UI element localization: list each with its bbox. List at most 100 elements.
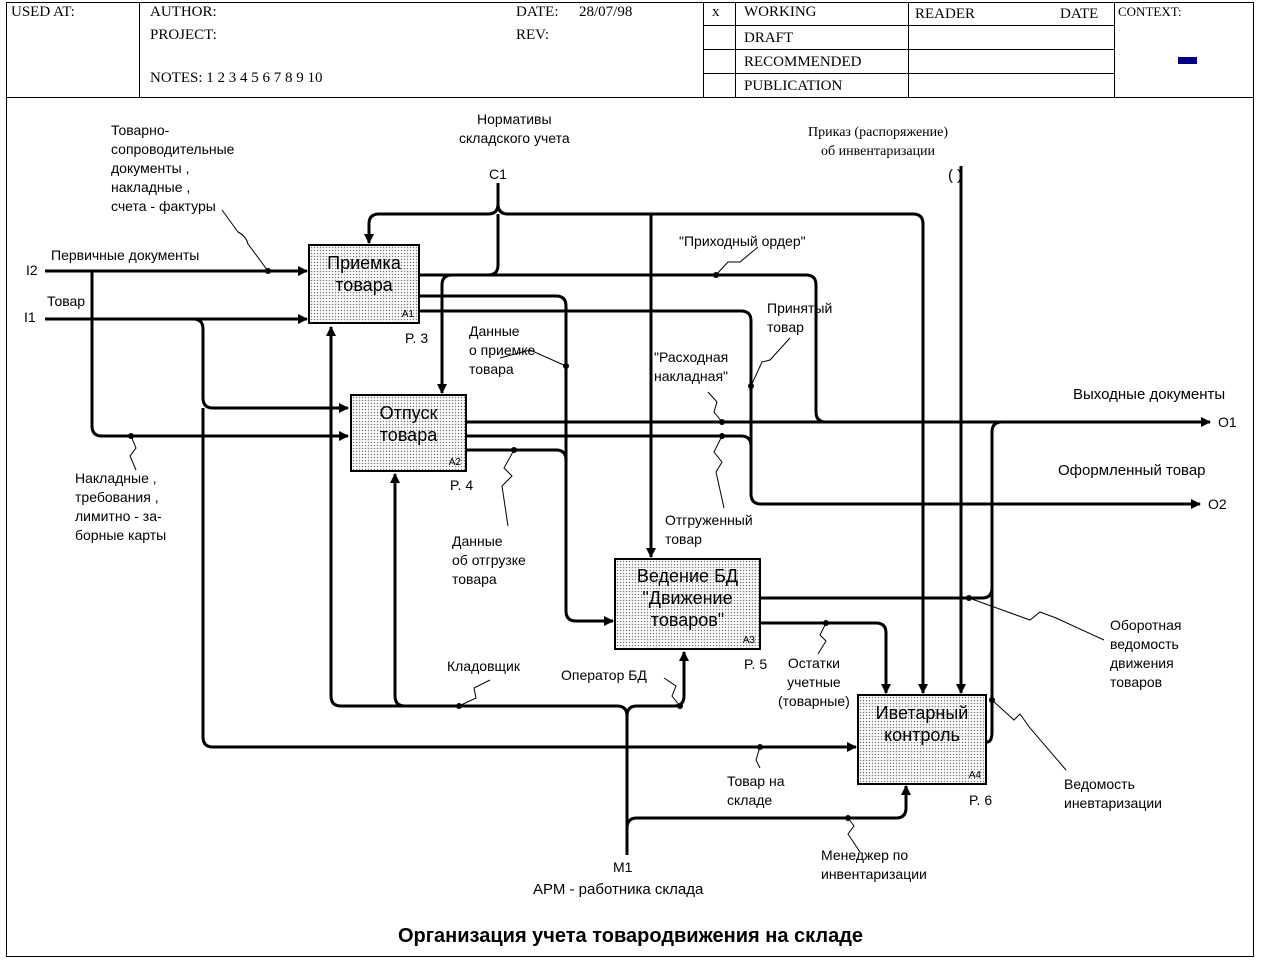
arrow-oborotnaya: [761, 587, 994, 600]
code-i2: I2: [26, 262, 38, 278]
leader-dot: [713, 272, 719, 278]
label-dannye-otgruzke: Данные об отгрузке товара: [452, 533, 526, 587]
leader-prinyaty: [750, 337, 791, 387]
leader-vedomost: [991, 699, 1067, 771]
leader-menedzher: [847, 817, 861, 853]
leader-dot: [966, 595, 972, 601]
label-tovar-sklade: Товар на складе: [727, 773, 785, 808]
date-value: 28/07/98: [579, 4, 633, 20]
arrow-otgruzhenny: [467, 434, 753, 494]
activity-title: Приемка товара: [327, 253, 401, 295]
activity-title: Ведение БД "Движение товаров": [636, 566, 739, 630]
activity-box-a2[interactable]: Отпуск товара A2: [350, 394, 467, 472]
arrow-vedomost-inv: [986, 420, 1003, 744]
code-o1: O1: [1218, 414, 1237, 430]
arrow-operator-bd: [625, 651, 689, 717]
status-working: WORKING: [744, 4, 817, 20]
page-ref-a2: P. 4: [450, 477, 474, 493]
leader-dot: [719, 433, 725, 439]
working-check-mark: x: [712, 4, 720, 20]
code-i1: I1: [24, 309, 36, 325]
label-nakladnye: Накладные , требования , лимитно - за- б…: [75, 470, 167, 543]
arrow-normativy-to-a1: [364, 203, 500, 244]
arrow-ostatki: [761, 621, 891, 694]
status-row-rule: [703, 25, 1114, 26]
leader-tovarno: [221, 209, 269, 272]
project-label: PROJECT:: [150, 27, 217, 43]
leader-operator: [663, 677, 681, 707]
arrow-dannye-ob-otgruzke: [467, 448, 568, 461]
label-ostatki: Остатки учетные (товарные): [778, 655, 850, 709]
leader-nakladnye: [129, 435, 137, 471]
activity-number: A2: [448, 457, 461, 468]
leader-dot: [748, 383, 754, 389]
activity-title: Иветарный контроль: [875, 703, 969, 745]
leader-dot: [511, 447, 517, 453]
label-rashodnaya: "Расходная накладная": [654, 349, 729, 384]
page-ref-a4: P. 6: [969, 792, 993, 808]
header-divider: [1114, 2, 1115, 97]
label-arm: АРМ - работника склада: [533, 881, 704, 898]
label-prikaz: Приказ (распоряжение) об инвентаризации: [808, 125, 949, 159]
date-label: DATE:: [516, 4, 559, 20]
arrow-menedzher: [625, 785, 911, 829]
status-draft: DRAFT: [744, 30, 794, 46]
label-prinyaty: Принятый товар: [767, 300, 833, 335]
code-c1: C1: [489, 166, 507, 182]
label-menedzher: Менеджер по инвентаризации: [821, 847, 927, 882]
label-pervichnye: Первичные документы: [51, 247, 200, 263]
page-ref-a3: P. 5: [744, 656, 768, 672]
label-vyhodnye: Выходные документы: [1073, 386, 1226, 403]
leader-otgruzhenny: [713, 435, 725, 509]
leader-dot: [563, 363, 569, 369]
header-bottom-rule: [6, 97, 1254, 98]
context-label: CONTEXT:: [1118, 4, 1182, 19]
diagram-frame: [6, 2, 1254, 957]
leader-oborotnaya: [968, 597, 1105, 641]
context-node-marker: [1178, 57, 1197, 64]
label-tovar: Товар: [47, 293, 86, 309]
label-prihodny: "Приходный ордер": [679, 233, 806, 249]
leader-dannye-otgruzke: [501, 449, 515, 527]
leader-ostatki: [817, 622, 827, 655]
label-vedomost: Ведомость иневтаризации: [1064, 776, 1162, 811]
tunnel-marker: ( ): [948, 167, 963, 184]
activity-box-a3[interactable]: Ведение БД "Движение товаров" A3: [614, 558, 761, 650]
notes-label: NOTES: 1 2 3 4 5 6 7 8 9 10: [150, 70, 323, 86]
reader-label: READER: [915, 6, 975, 22]
code-m1: M1: [613, 859, 633, 875]
leader-dot: [677, 703, 683, 709]
arrow-kladovshik-to-a1: [326, 326, 405, 708]
leader-dot: [989, 697, 995, 703]
label-oformlenny: Оформленный товар: [1058, 462, 1206, 479]
label-operator: Оператор БД: [561, 667, 647, 683]
activity-title: Отпуск товара: [379, 403, 438, 445]
activity-number: A1: [401, 309, 414, 320]
arrow-nakladnye-to-a2: [90, 271, 349, 441]
used-at-label: USED AT:: [11, 4, 75, 20]
reader-date-label: DATE: [1060, 6, 1099, 22]
arrow-prinyaty-tovar: [420, 309, 1201, 509]
header-divider: [139, 2, 140, 97]
label-kladovshik: Кладовщик: [447, 658, 520, 674]
activity-box-a1[interactable]: Приемка товара A1: [308, 244, 420, 324]
code-o2: O2: [1208, 496, 1227, 512]
leader-prihodny: [715, 246, 759, 276]
rev-label: REV:: [516, 27, 550, 43]
activity-box-a4[interactable]: Иветарный контроль A4: [857, 694, 987, 785]
arrow-tovar-na-sklade: [201, 408, 857, 752]
diagram-title: Организация учета товародвижения на скла…: [397, 925, 864, 947]
author-label: AUTHOR:: [150, 4, 217, 20]
label-otgruzhenny: Отгруженный товар: [665, 512, 753, 547]
label-tovarno: Товарно- сопроводительные документы , на…: [111, 122, 235, 214]
status-recommended: RECOMMENDED: [744, 54, 862, 70]
leader-dot: [823, 620, 829, 626]
status-row-rule: [703, 73, 1114, 74]
activity-number: A3: [742, 635, 755, 646]
leader-dot: [265, 268, 271, 274]
leader-dannye-priemke: [499, 349, 567, 367]
leader-tovar-sklade: [755, 746, 761, 769]
arrow-tovar-to-a2: [192, 317, 349, 413]
leader-dot: [719, 419, 725, 425]
